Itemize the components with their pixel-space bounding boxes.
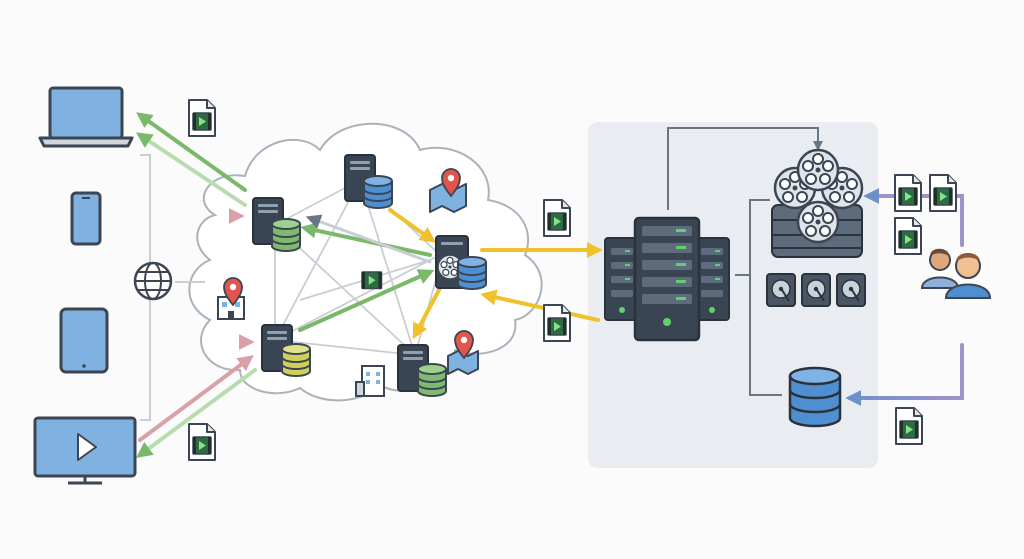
video-file-icon — [543, 199, 571, 237]
tv-icon — [33, 416, 137, 485]
origin-arrows — [480, 242, 603, 322]
video-file-icon — [188, 423, 216, 461]
database-icon — [788, 366, 842, 428]
smartphone-icon — [70, 191, 102, 246]
hard-disk-icon — [836, 273, 866, 307]
film-reel-server-icon — [435, 235, 487, 290]
video-file-icon — [894, 217, 922, 255]
video-file-icon — [188, 99, 216, 137]
building-icon — [355, 365, 385, 397]
tablet-icon — [59, 307, 109, 374]
hard-disk-icon — [766, 273, 796, 307]
laptop-icon — [38, 86, 134, 148]
video-file-icon — [894, 174, 922, 212]
video-file-icon — [929, 174, 957, 212]
map-icon — [447, 330, 479, 375]
building-icon — [217, 277, 245, 320]
globe-icon — [133, 261, 173, 301]
replication-arrows — [298, 208, 442, 340]
map-icon — [429, 168, 467, 213]
origin-connectors — [667, 127, 823, 396]
video-file-icon — [895, 407, 923, 445]
film-reel-stack-icon — [771, 148, 864, 258]
video-file-icon — [543, 304, 571, 342]
server-rack-icon — [604, 216, 730, 342]
delivery-arrows — [108, 112, 257, 458]
hard-disk-icon — [801, 273, 831, 307]
video-file-icon — [361, 271, 383, 290]
users-icon — [920, 248, 992, 299]
